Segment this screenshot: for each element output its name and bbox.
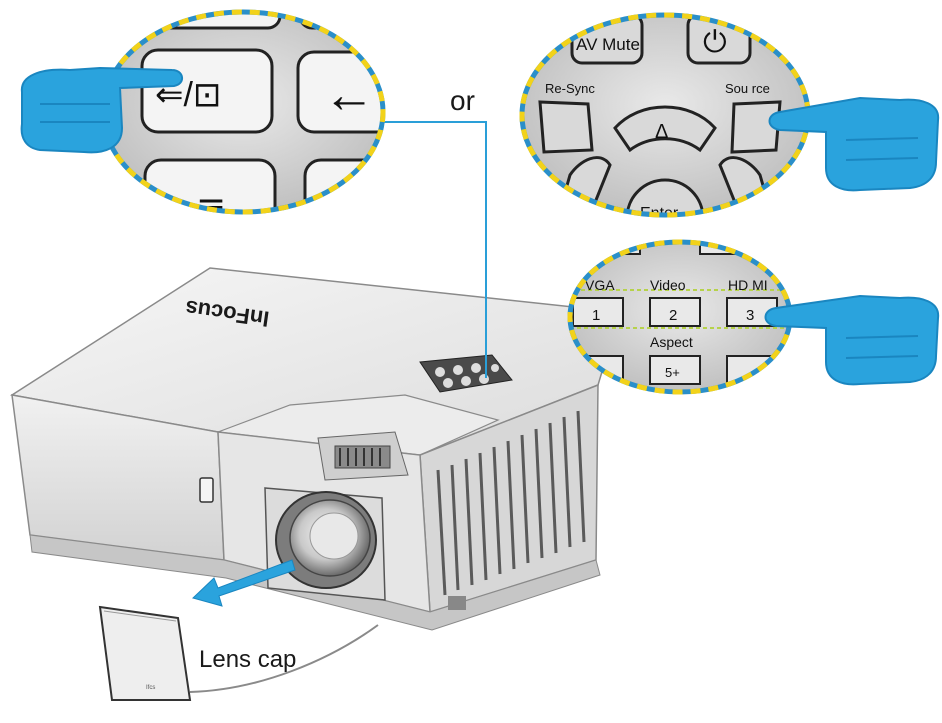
down-arrow-key[interactable] bbox=[303, 158, 415, 240]
projector: InFocus bbox=[9, 267, 621, 631]
ir-sensor bbox=[199, 477, 214, 503]
enter-label: Enter bbox=[640, 205, 679, 222]
remove-cap-arrow bbox=[192, 559, 296, 607]
keypad-zoom-circle: ⇐/⊡ ← ≣ ▼ bbox=[100, 9, 415, 240]
aspect-label: Aspect bbox=[650, 334, 693, 350]
left-arrow-icon: ← bbox=[323, 66, 375, 124]
source-button[interactable] bbox=[730, 100, 782, 154]
video-label: Video bbox=[650, 277, 686, 293]
hand-pointer-left bbox=[20, 66, 183, 154]
key-3-label: 3 bbox=[746, 307, 754, 324]
key-2-label: 2 bbox=[669, 307, 677, 324]
key-2-button[interactable] bbox=[649, 297, 701, 327]
av-mute-label: AV Mute bbox=[576, 35, 640, 54]
zoom-dial[interactable] bbox=[317, 431, 409, 481]
up-arrow-button[interactable] bbox=[613, 105, 717, 153]
hand-pointer-right-top bbox=[768, 96, 940, 192]
or-label: or bbox=[450, 85, 475, 116]
key-1-label: 1 bbox=[592, 307, 600, 324]
hand-pointer-right-bottom bbox=[764, 294, 940, 386]
lens-cap: Ifcs bbox=[98, 605, 379, 701]
power-icon: ⏻ bbox=[703, 26, 727, 59]
source-label: Sou rce bbox=[725, 81, 770, 96]
lens-cap-label: Lens cap bbox=[199, 646, 296, 673]
remote-numeric-zoom-circle: VGA Video HD MI 1 2 3 Aspect 5+ 4 bbox=[567, 239, 793, 395]
key-1-button[interactable] bbox=[572, 297, 624, 327]
re-sync-button[interactable] bbox=[538, 100, 594, 154]
up-arrow-icon: Δ bbox=[655, 121, 668, 143]
callout-line bbox=[365, 121, 487, 378]
key-5-button[interactable] bbox=[649, 355, 701, 385]
hdmi-label: HD MI bbox=[728, 277, 768, 293]
re-sync-label: Re-Sync bbox=[545, 81, 595, 96]
svg-text:Ifcs: Ifcs bbox=[146, 685, 155, 691]
remote-top-zoom-circle: AV Mute ⏻ Re-Sync Sou rce Δ Enter bbox=[519, 12, 811, 256]
projector-keypad[interactable] bbox=[419, 354, 513, 393]
key-5-label: 5+ bbox=[665, 365, 680, 380]
lens bbox=[264, 487, 386, 601]
vga-label: VGA bbox=[585, 277, 615, 293]
side-vents bbox=[436, 410, 586, 596]
enter-button[interactable] bbox=[625, 178, 705, 256]
